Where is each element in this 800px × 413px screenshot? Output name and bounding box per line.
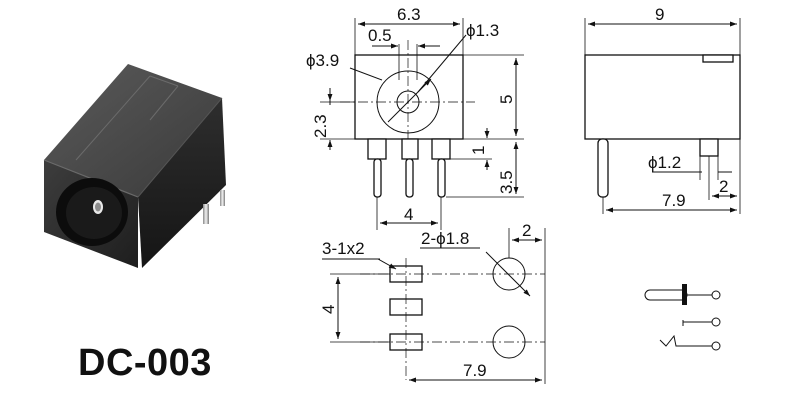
- front-center-height-label: 2.3: [311, 114, 330, 138]
- front-offset-label: 0.5: [368, 26, 392, 45]
- footprint-holes-label: 2-ϕ1.8: [421, 229, 469, 248]
- schematic-symbol: [644, 284, 721, 351]
- model-title: DC-003: [78, 342, 212, 384]
- front-pin-spacing-label: 4: [404, 205, 413, 224]
- front-height-label: 5: [497, 95, 516, 104]
- footprint-view: 3-1x2 2-ϕ1.8 2 4 7.9: [319, 221, 546, 384]
- jack-photo: [43, 64, 226, 268]
- footprint-pitch-label: 4: [319, 305, 338, 314]
- footprint-span-label: 7.9: [463, 361, 487, 380]
- footprint-slots-label: 3-1x2: [322, 239, 365, 258]
- side-span-label: 7.9: [662, 191, 686, 210]
- front-pin-length-label: 3.5: [497, 170, 516, 194]
- side-pin-offset-label: 2: [719, 177, 728, 196]
- side-view: 9 ϕ1.2 2 7.9: [584, 5, 741, 214]
- front-view: 6.3 0.5 ϕ1.3 ϕ3.9 5 2.3 1 3.5: [306, 5, 524, 230]
- front-bore-dia-label: ϕ3.9: [306, 51, 339, 70]
- front-width-label: 6.3: [397, 5, 421, 24]
- side-pin-dia-label: ϕ1.2: [648, 153, 681, 172]
- front-gap-label: 1: [469, 146, 488, 155]
- front-pin-dia-label: ϕ1.3: [466, 21, 499, 40]
- side-length-label: 9: [655, 5, 664, 24]
- footprint-edge-label: 2: [522, 221, 531, 240]
